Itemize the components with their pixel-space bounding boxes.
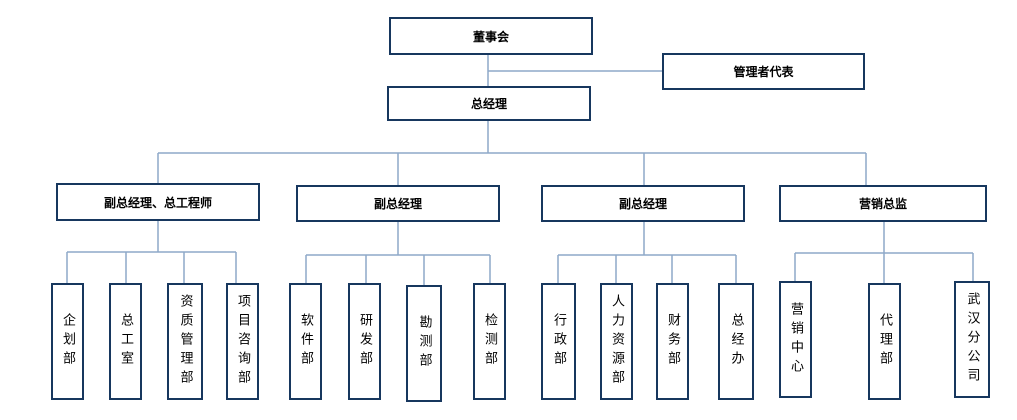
node-division-3: 副总经理: [541, 185, 745, 222]
dept-box: 资质管理部: [167, 283, 203, 400]
node-board: 董事会: [389, 17, 593, 55]
dept-box: 项目咨询部: [226, 283, 259, 400]
node-management-representative: 管理者代表: [662, 53, 865, 90]
dept-box: 财务部: [656, 283, 689, 400]
dept-label: 企划部: [60, 313, 75, 370]
node-division-1: 副总经理、总工程师: [56, 183, 260, 221]
dept-box: 行政部: [541, 283, 576, 400]
node-division-4: 营销总监: [779, 185, 987, 222]
dept-label: 行政部: [551, 313, 566, 370]
node-division-2: 副总经理: [296, 185, 500, 222]
dept-box: 企划部: [51, 283, 84, 400]
dept-label: 软件部: [298, 313, 313, 370]
dept-label: 检测部: [482, 313, 497, 370]
dept-box: 人力资源部: [600, 283, 633, 400]
division-1-title: 副总经理、总工程师: [103, 195, 212, 210]
dept-box: 研发部: [348, 283, 381, 400]
dept-box: 代理部: [868, 283, 901, 400]
dept-label: 总工室: [118, 313, 133, 370]
dept-box: 总经办: [718, 283, 754, 400]
dept-label: 武汉分公司: [964, 292, 980, 387]
dept-box: 武汉分公司: [954, 281, 990, 398]
dept-box: 营销中心: [779, 281, 812, 398]
division-3-title: 副总经理: [618, 197, 667, 211]
node-board-label: 董事会: [472, 29, 509, 44]
dept-label: 营销中心: [788, 301, 803, 378]
node-general-manager: 总经理: [387, 86, 591, 121]
dept-box: 勘测部: [406, 285, 442, 402]
dept-label: 总经办: [728, 313, 744, 370]
dept-label: 人力资源部: [609, 294, 624, 389]
node-management-representative-label: 管理者代表: [733, 65, 794, 79]
dept-label: 财务部: [665, 313, 680, 370]
dept-box: 总工室: [109, 283, 142, 400]
dept-box: 软件部: [289, 283, 322, 400]
division-4-title: 营销总监: [858, 197, 907, 211]
dept-label: 项目咨询部: [235, 294, 250, 389]
dept-box: 检测部: [473, 283, 506, 400]
dept-label: 勘测部: [416, 315, 432, 372]
node-general-manager-label: 总经理: [470, 97, 507, 111]
dept-label: 代理部: [877, 313, 892, 370]
division-2-title: 副总经理: [373, 197, 422, 211]
dept-label: 研发部: [357, 313, 372, 370]
dept-label: 资质管理部: [177, 294, 193, 389]
